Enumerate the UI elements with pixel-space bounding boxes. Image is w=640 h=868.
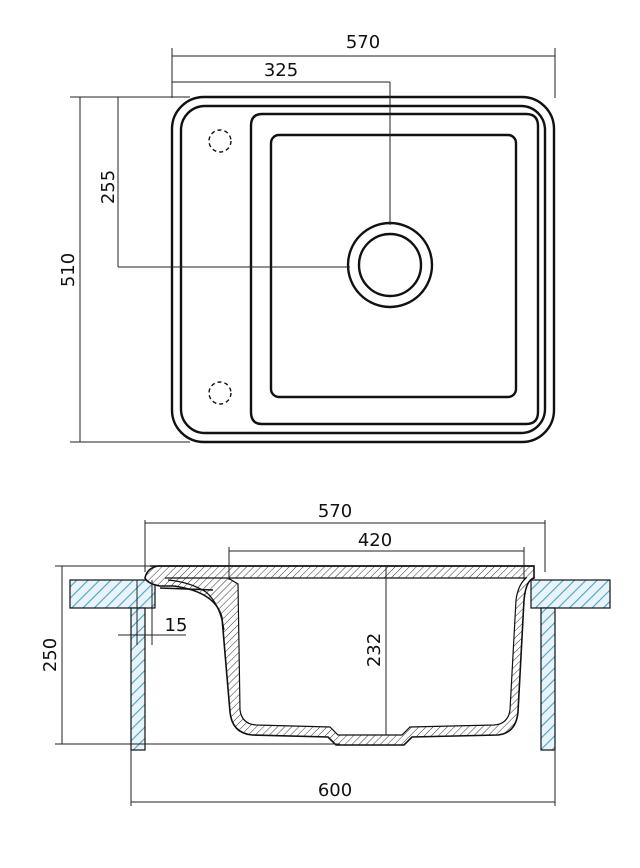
countertop-right [530, 579, 611, 609]
dimension-bowl-width: 420 [228, 530, 525, 580]
section-view: 570 420 232 250 15 [40, 501, 611, 806]
bowl-bottom-outline [269, 133, 518, 399]
cabinet-wall-left [130, 607, 146, 751]
dimension-top-depth: 510 [58, 96, 190, 443]
dim-label-570-section: 570 [318, 501, 352, 522]
dim-label-232: 232 [364, 633, 385, 667]
dimension-drain-offset-x: 325 [172, 60, 391, 225]
tap-hole-bottom [208, 381, 232, 405]
dimension-cabinet-width: 600 [130, 750, 556, 806]
cabinet-wall-right [540, 607, 556, 751]
dim-label-570-top: 570 [346, 32, 380, 53]
dimension-drain-offset-y: 255 [98, 96, 350, 268]
drain-outer-ring [346, 221, 434, 309]
bowl-rim-outline [249, 112, 540, 426]
dimension-bowl-depth: 232 [364, 566, 387, 735]
sink-inner-outline [179, 104, 547, 435]
rim-underside-line [159, 587, 214, 591]
countertop-left [69, 579, 156, 609]
dimension-section-width: 570 [144, 501, 546, 572]
drainboard-slope-line [167, 579, 225, 631]
dimension-rim-thickness: 15 [118, 580, 187, 645]
dim-label-600: 600 [318, 780, 352, 801]
dim-label-510: 510 [58, 253, 79, 287]
dimension-top-width: 570 [171, 32, 556, 98]
drain-inner-ring [357, 232, 423, 298]
top-view: 570 325 255 510 [58, 32, 556, 444]
sink-bowl-cavity [165, 577, 528, 736]
dim-label-255: 255 [98, 170, 119, 204]
dim-label-325: 325 [264, 60, 298, 81]
dim-label-15: 15 [165, 615, 188, 636]
dim-label-250: 250 [40, 638, 61, 672]
dim-label-420: 420 [358, 530, 392, 551]
sink-outer-outline [170, 95, 556, 444]
tap-hole-top [208, 129, 232, 153]
dimension-total-height: 250 [40, 565, 340, 745]
